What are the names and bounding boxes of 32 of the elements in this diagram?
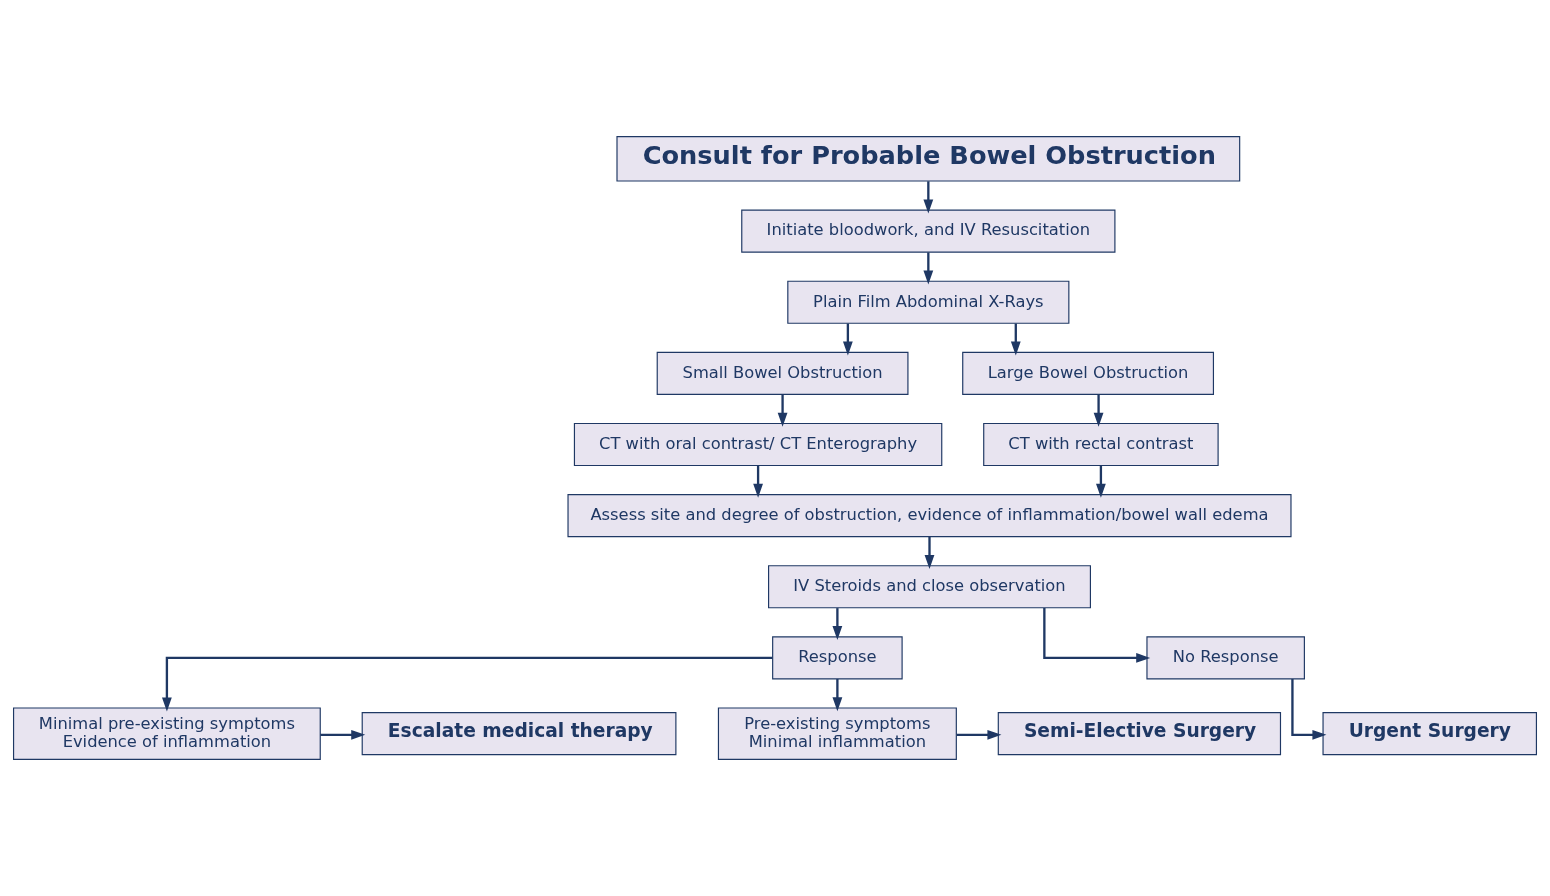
node-box: Urgent Surgery [1322,712,1537,756]
arrow [924,536,935,569]
node-box: Plain Film Abdominal X-Rays [787,280,1070,324]
node-box: IV Steroids and close observation [768,565,1091,609]
arrow [923,181,934,214]
arrow [923,252,934,285]
arrow [832,679,843,712]
arrow [777,394,788,427]
arrow [1096,465,1106,498]
node-box: CT with rectal contrast [983,422,1219,467]
arrow [162,656,773,712]
node-box: Semi-Elective Surgery [997,712,1282,756]
node-box: CT with oral contrast/ CT Enterography [573,422,943,467]
node-box: Escalate medical therapy [361,712,677,756]
arrow [956,729,1002,740]
arrow [832,608,843,641]
arrow [842,323,853,356]
node-box: Response [772,636,903,680]
arrow [753,465,763,498]
arrow [1291,678,1327,740]
arrow [320,729,366,740]
node-box: Initiate bloodwork, and IV Resuscitation [741,209,1116,253]
node-box: No Response [1146,636,1305,680]
node-box: Consult for Probable Bowel Obstruction [616,136,1241,182]
arrow [1010,323,1021,356]
arrow [1043,608,1151,663]
node-box: Minimal pre-existing symptoms Evidence of inflammation [13,707,321,760]
node-box: Assess site and degree of obstruction, evidence of inflammation/bowel wall edema [567,494,1292,538]
node-box: Small Bowel Obstruction [656,351,909,395]
node-box: Pre-existing symptoms Minimal inflammation [717,707,957,760]
node-box: Large Bowel Obstruction [962,351,1215,395]
arrow [1093,394,1104,427]
